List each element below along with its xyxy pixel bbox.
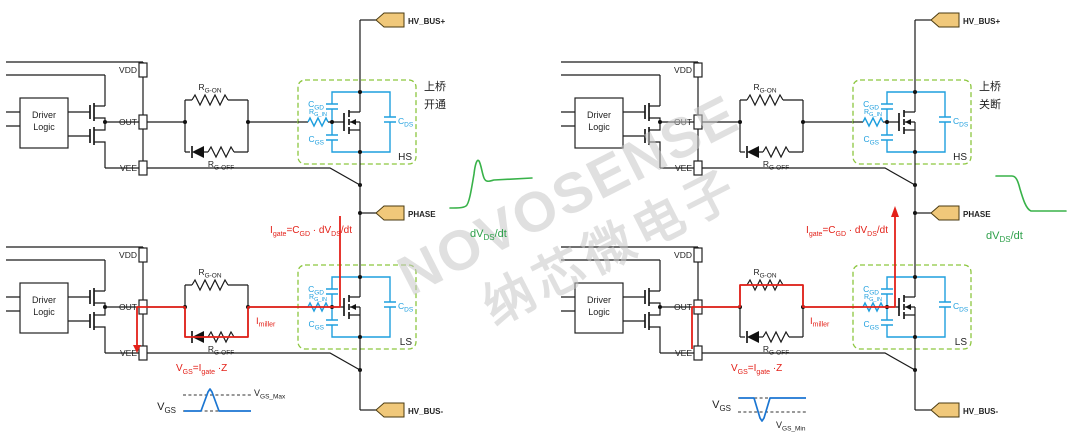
vgs-equation: VGS=Igate ·Z [731,363,782,376]
imiller-label: Imiller [810,316,830,329]
dvdt-rising-waveform [449,159,533,209]
right-caption-line1: 上桥 [979,80,1001,93]
vgs-threshold-dashes [738,397,807,413]
right-annotations: 上桥 关断 Igate=CGD · dVDS/dt Imiller VGS=Ig… [691,80,1067,433]
vgs-equation: VGS=Igate ·Z [176,363,227,376]
dvdt-label: dVDS/dt [470,228,507,242]
igate-equation: Igate=CGD · dVDS/dt [806,225,888,238]
dvdt-falling-waveform [995,175,1067,212]
vgs-min-label: VGS_Min [776,420,806,433]
vgs-max-label: VGS_Max [254,388,286,401]
vgs-axis-label: VGS [712,399,731,413]
left-half-circuit [6,13,445,417]
igate-equation: Igate=CGD · dVDS/dt [270,225,352,238]
right-caption-line2: 关断 [979,97,1001,111]
vgs-mini-waveform: VGS VGS_Min [712,397,807,433]
miller-current-path [691,217,896,349]
left-caption-line1: 上桥 [424,80,446,93]
vgs-mini-waveform: VGS VGS_Max [157,388,286,415]
miller-current-path [136,216,341,346]
vgs-negative-pulse [739,397,806,422]
left-caption-line2: 开通 [424,98,446,111]
vgs-positive-pulse [184,388,251,412]
vgs-axis-label: VGS [157,401,176,415]
current-arrow-up-icon [891,206,899,217]
left-annotations: 上桥 开通 Igate=CGD · dVDS/dt Imiller VGS=Ig… [133,80,533,415]
current-arrow-down-icon [133,345,141,353]
imiller-label: Imiller [256,316,276,329]
dvdt-label: dVDS/dt [986,230,1023,244]
